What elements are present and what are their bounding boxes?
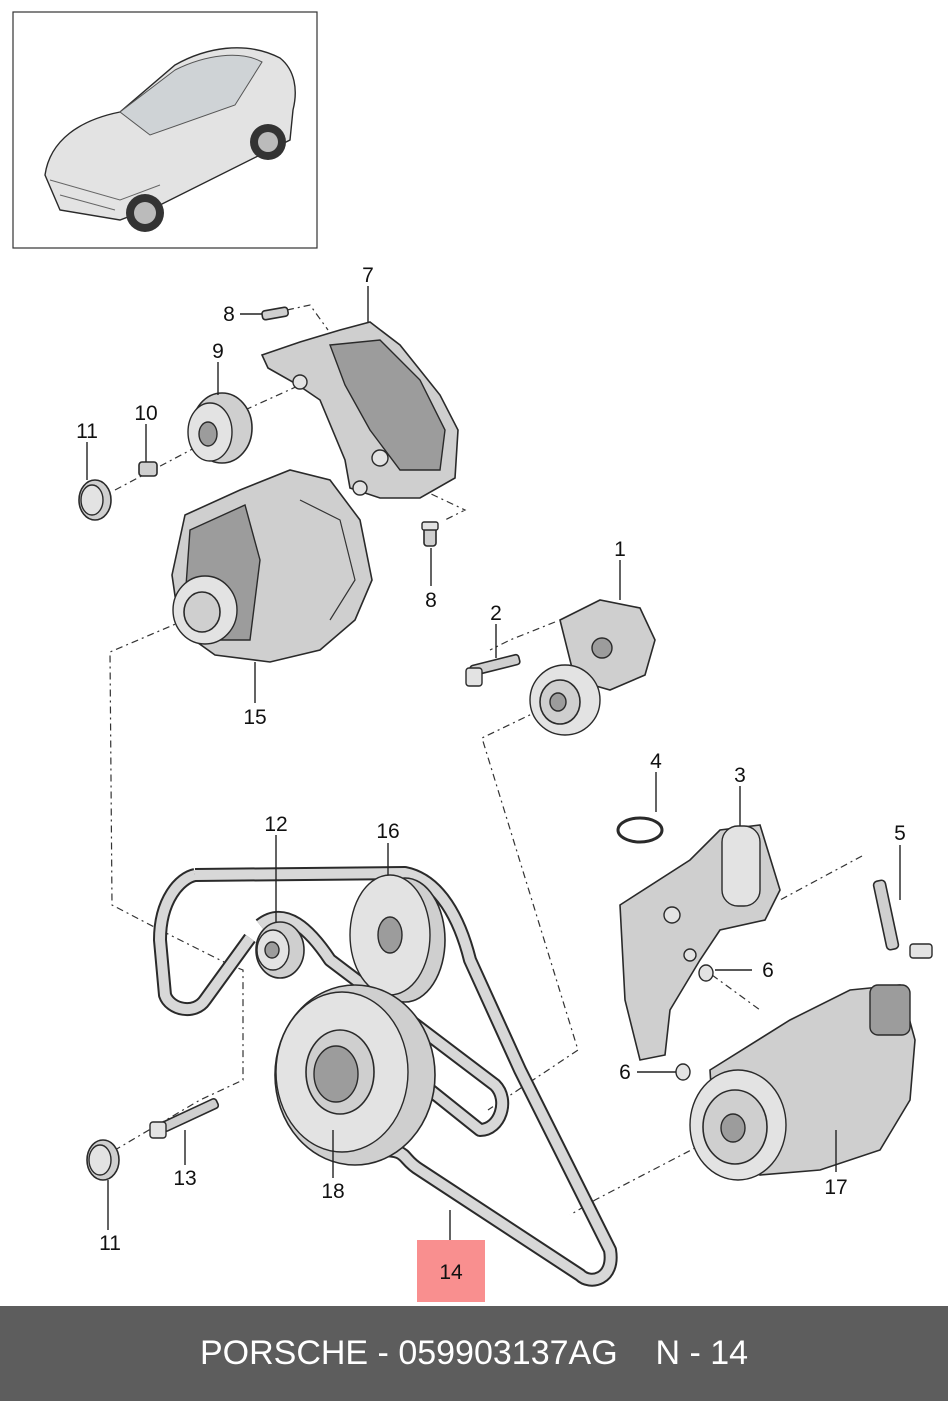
callout-13: 13 [173, 1167, 196, 1190]
highlight-box [417, 1240, 485, 1302]
callout-11: 11 [99, 1232, 121, 1255]
footer-part-number: 059903137AG [398, 1334, 618, 1372]
part-12-idler-pulley [255, 921, 305, 979]
callout-3: 3 [734, 764, 746, 787]
callout-labels: 7 8 9 10 11 8 1 2 15 4 3 5 12 16 6 6 13 … [76, 264, 906, 1284]
part-6-sleeves [675, 964, 714, 1081]
callout-18: 18 [321, 1180, 344, 1203]
callout-15: 15 [243, 706, 266, 729]
part-13-bolt [149, 1097, 220, 1139]
part-info-footer: PORSCHE - 059903137AG N - 14 [0, 1306, 948, 1401]
footer-gap [618, 1334, 656, 1373]
part-11-cap-lower [86, 1139, 120, 1181]
callout-17: 17 [824, 1176, 847, 1199]
callout-2: 2 [490, 602, 502, 625]
footer-brand: PORSCHE [199, 1334, 369, 1372]
part-9-idler-pulley [187, 392, 253, 464]
part-7-bracket [260, 321, 459, 499]
exploded-parts-diagram: 7 8 9 10 11 8 1 2 15 4 3 5 12 16 6 6 13 … [12, 11, 933, 1302]
callout-14-highlighted: 14 [439, 1261, 463, 1284]
callout-11: 11 [76, 420, 98, 443]
part-17-ac-compressor [689, 984, 916, 1181]
footer-position: N - 14 [655, 1334, 749, 1372]
footer-separator: - [368, 1334, 399, 1372]
callout-12: 12 [264, 813, 287, 836]
callout-6: 6 [619, 1061, 631, 1084]
part-10-bolt [138, 461, 158, 477]
part-16-pulley [349, 874, 446, 1003]
callout-4: 4 [650, 750, 662, 773]
part-15-alternator [171, 469, 373, 663]
part-1-belt-tensioner [529, 599, 656, 736]
callout-10: 10 [134, 402, 157, 425]
part-4-o-ring [616, 816, 664, 844]
callout-5: 5 [894, 822, 906, 845]
callout-7: 7 [362, 264, 374, 287]
part-5-bolt [872, 879, 933, 959]
callout-16: 16 [376, 820, 399, 843]
part-11-cap-upper [78, 479, 112, 521]
callout-9: 9 [212, 340, 224, 363]
callout-8: 8 [223, 303, 235, 326]
part-2-bolt [465, 653, 521, 687]
part-18-crankshaft-pulley [274, 984, 436, 1166]
vehicle-thumbnail [12, 11, 318, 249]
part-8-bolts [261, 306, 439, 547]
callout-8: 8 [425, 589, 437, 612]
leader-lines [86, 286, 901, 1240]
callout-1: 1 [614, 538, 626, 561]
part-3-compressor-bracket [619, 824, 781, 1061]
callout-6: 6 [762, 959, 774, 982]
